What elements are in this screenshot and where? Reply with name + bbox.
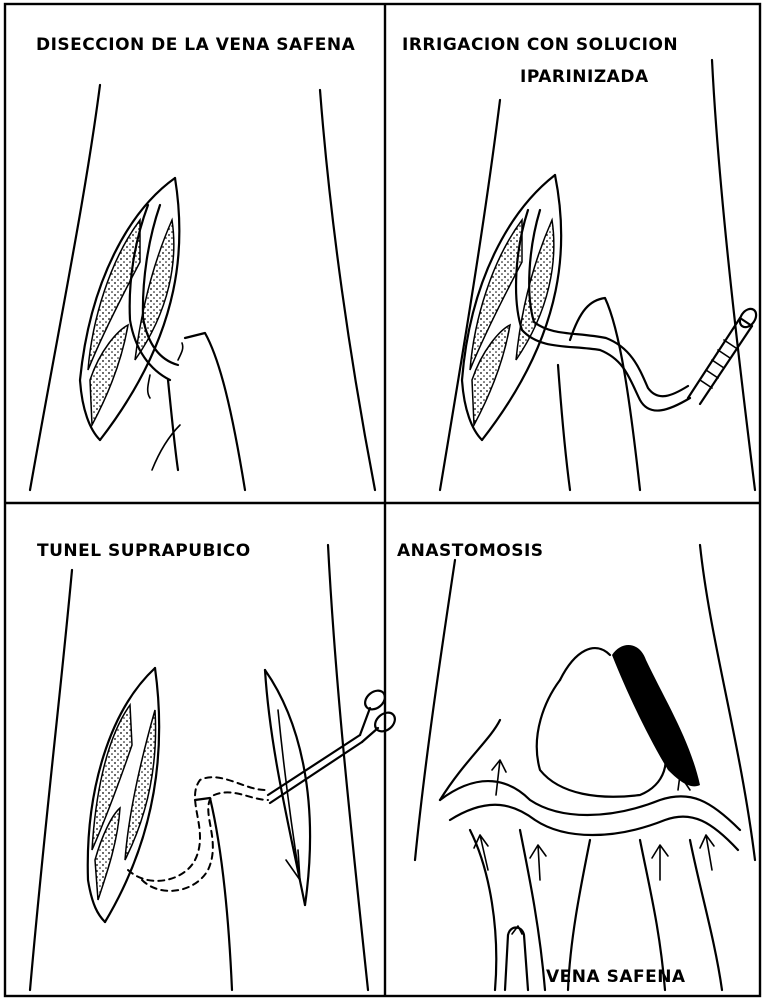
panel-title-irrigation-line2: IPARINIZADA bbox=[520, 67, 649, 87]
figure-frame bbox=[5, 4, 760, 996]
panel-tunnel-drawing bbox=[30, 545, 399, 990]
panel-title-irrigation-line1: IRRIGACION CON SOLUCION bbox=[402, 35, 678, 55]
panel-irrigation-drawing bbox=[440, 60, 759, 490]
panel-title-tunnel: TUNEL SUPRAPUBICO bbox=[37, 541, 251, 561]
panel-dissection-drawing bbox=[30, 85, 375, 490]
panel-title-dissection: DISECCION DE LA VENA SAFENA bbox=[36, 35, 356, 55]
panel-anastomosis-drawing bbox=[415, 545, 755, 990]
panel-title-anastomosis: ANASTOMOSIS bbox=[397, 541, 544, 561]
